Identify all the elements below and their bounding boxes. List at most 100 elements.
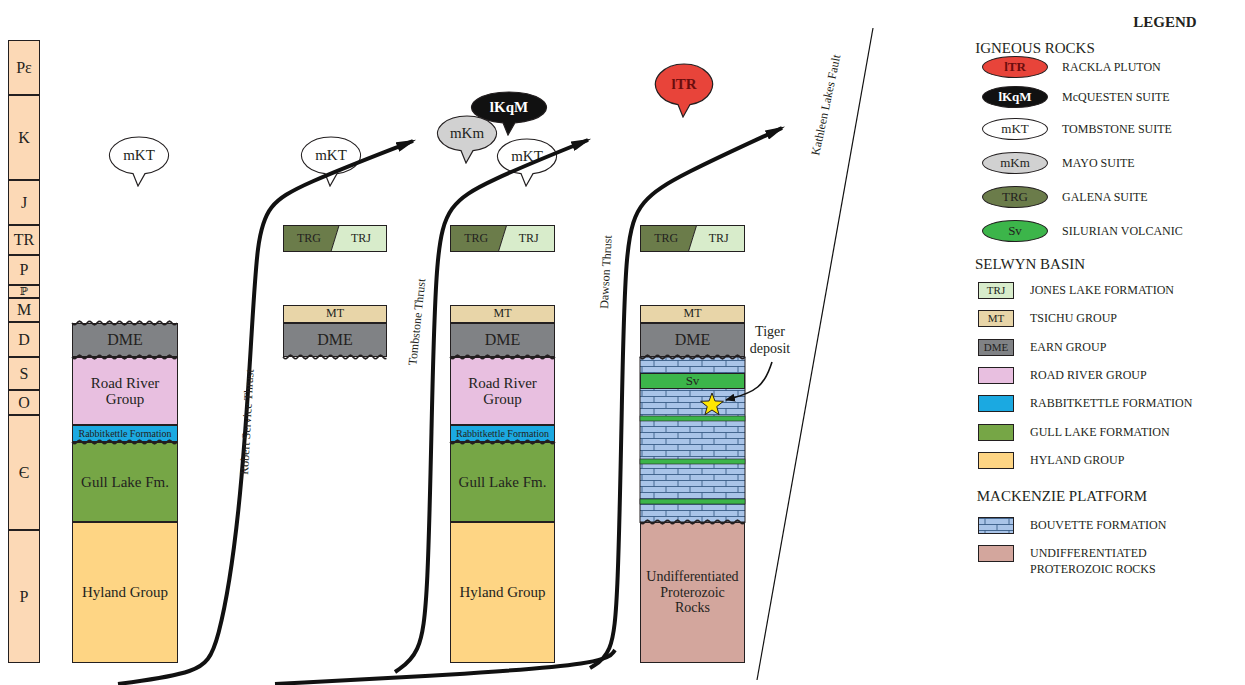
jones-lake-fill — [498, 225, 555, 252]
unit-label: Є — [19, 464, 30, 482]
split-line — [688, 225, 696, 252]
legend-swatch — [978, 424, 1014, 441]
unit-label: ℙ — [20, 285, 28, 297]
tombstone-intrusion: mKT — [496, 137, 558, 187]
rabbitkettle-unit: Rabbitkettle Formation — [450, 425, 555, 442]
unit-label: K — [18, 129, 30, 147]
intrusion-label: mKT — [496, 137, 558, 175]
tsichu-unit: MT — [640, 305, 745, 323]
unconformity — [72, 321, 177, 325]
intrusion-label: lTR — [654, 62, 714, 106]
proterozoic-unit: Undifferentiated Proterozoic Rocks — [640, 522, 745, 663]
swatch-label: MT — [988, 312, 1005, 324]
legend-text: ROAD RIVER GROUP — [1030, 367, 1147, 383]
unit-label: Pε — [16, 59, 32, 77]
legend-text: TOMBSTONE SUITE — [1062, 121, 1172, 137]
unconformity — [640, 355, 745, 359]
period-cell: K — [8, 95, 40, 180]
legend-text: SILURIAN VOLCANIC — [1062, 223, 1183, 239]
period-cell: Є — [8, 415, 40, 530]
split-line — [498, 225, 506, 252]
fault-label: Kathleen Lakes Fault — [808, 53, 843, 156]
deposit-label: Tiger deposit — [740, 324, 800, 358]
unit-label: D — [18, 331, 30, 349]
unit-label: Undifferentiated Proterozoic Rocks — [644, 569, 741, 615]
unit-label: TR — [14, 231, 34, 249]
galena-jones-lake-unit: TRGTRJ — [640, 225, 745, 252]
legend-text: RACKLA PLUTON — [1062, 59, 1161, 75]
deposit-star — [701, 393, 724, 415]
unit-label: Road River Group — [454, 375, 551, 408]
gull-lake-unit: Gull Lake Fm. — [450, 442, 555, 522]
legend-text: GULL LAKE FORMATION — [1030, 424, 1170, 440]
split-border — [284, 226, 387, 252]
legend-swatch — [978, 517, 1014, 534]
unit-label: O — [18, 394, 30, 412]
unit-label: DME — [107, 331, 143, 349]
period-cell: P — [8, 530, 40, 663]
mayo-intrusion: mKm — [436, 114, 498, 164]
unit-label: TRG — [283, 225, 335, 252]
silurian-volcanic-band: Sv — [640, 373, 745, 389]
intrusion-label: mKm — [436, 114, 498, 152]
legend-swatch — [978, 367, 1014, 384]
swatch-label: lKqM — [998, 89, 1031, 105]
swatch-label: Sv — [1008, 223, 1022, 239]
legend-text: MAYO SUITE — [1062, 155, 1135, 171]
unit-label: DME — [317, 331, 353, 349]
swatch-label: TRJ — [987, 284, 1005, 296]
swatch-label: DME — [984, 341, 1008, 353]
legend-title: LEGEND — [1133, 13, 1196, 31]
legend-swatch: mKT — [982, 118, 1048, 140]
earn-group-unit: DME — [72, 323, 178, 357]
legend-swatch: MT — [978, 310, 1014, 327]
swatch-label: lTR — [1004, 59, 1026, 75]
unconformity — [72, 440, 177, 444]
galena-fill — [283, 225, 339, 252]
legend-text: JONES LAKE FORMATION — [1030, 282, 1174, 298]
tombstone-intrusion: mKT — [108, 135, 170, 187]
split-line — [331, 225, 339, 252]
tsichu-unit: MT — [450, 305, 555, 323]
unit-label: Hyland Group — [459, 584, 545, 601]
period-cell: P — [8, 255, 40, 285]
gull-lake-unit: Gull Lake Fm. — [72, 442, 178, 522]
fault-label: Tombstone Thrust — [405, 278, 428, 366]
unit-label: Gull Lake Fm. — [81, 474, 169, 491]
unit-label: Rabbitkettle Formation — [456, 428, 549, 439]
unconformity — [283, 355, 387, 359]
legend-swatch: TRG — [982, 186, 1048, 208]
rabbitkettle-unit: Rabbitkettle Formation — [72, 425, 178, 442]
thrust-fault — [395, 140, 588, 672]
legend-swatch: DME — [978, 339, 1014, 356]
legend-swatch: TRJ — [978, 282, 1014, 299]
unit-label: TRJ — [335, 225, 387, 252]
legend-text: EARN GROUP — [1030, 339, 1106, 355]
swatch-label: mKT — [1001, 121, 1028, 137]
unit-label: MT — [684, 307, 702, 320]
period-cell: J — [8, 180, 40, 225]
legend-swatch: lTR — [982, 56, 1048, 78]
galena-jones-lake-unit: TRGTRJ — [283, 225, 387, 252]
split-border — [451, 226, 555, 252]
period-cell: S — [8, 357, 40, 390]
rackla-intrusion: lTR — [654, 62, 714, 118]
period-cell: Pε — [8, 40, 40, 95]
legend-swatch: Sv — [982, 220, 1048, 242]
brick-fill — [979, 518, 1013, 533]
unit-label: Sv — [686, 374, 700, 388]
unconformity — [640, 520, 745, 524]
legend-swatch — [978, 452, 1014, 469]
intrusion-label: mKT — [108, 135, 170, 175]
unit-label: TRG — [640, 225, 693, 252]
earn-group-unit: DME — [283, 323, 387, 357]
thrust-fault — [590, 128, 782, 668]
galena-fill — [640, 225, 697, 252]
unit-label: Road River Group — [76, 375, 174, 408]
legend-text: RABBITKETTLE FORMATION — [1030, 395, 1192, 411]
bouvette-unit — [640, 357, 745, 522]
legend-text: GALENA SUITE — [1062, 189, 1148, 205]
legend-swatch: lKqM — [982, 86, 1048, 108]
unit-label: TRJ — [693, 225, 746, 252]
